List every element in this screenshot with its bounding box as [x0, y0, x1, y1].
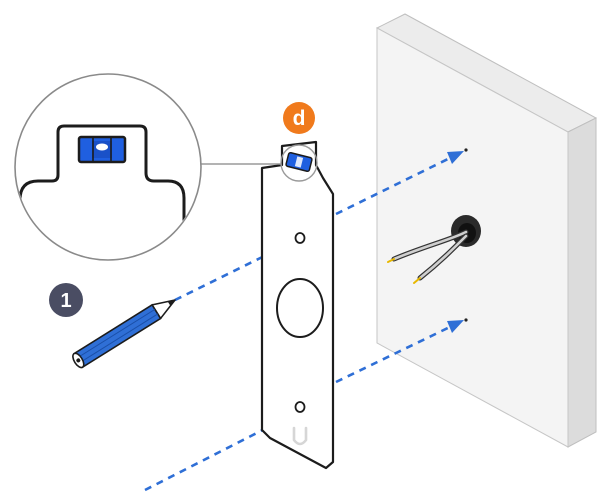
level-highlight-ring [280, 144, 318, 182]
callout-badge-label: d [293, 107, 306, 130]
ubiquiti-u-logo [292, 426, 308, 446]
wall-side-face [567, 117, 597, 448]
step-number-badge: 1 [49, 283, 83, 317]
guide-lower [335, 324, 453, 384]
arrowhead-top [447, 151, 464, 164]
plate-bubble-level [285, 151, 313, 173]
guide-top [335, 155, 453, 216]
cable-wires [387, 229, 469, 284]
plate-cable-opening [276, 278, 324, 338]
pencil-icon [72, 299, 176, 369]
bubble-level-icon [77, 135, 127, 164]
wall-mark-lower [464, 318, 468, 322]
step-number-label: 1 [60, 290, 71, 312]
callout-badge-d: d [283, 102, 315, 134]
zoom-callout [14, 73, 202, 261]
plate-screw-hole-lower [294, 401, 306, 413]
wall-mark-upper [464, 148, 468, 152]
arrowhead-lower [447, 320, 464, 333]
plate-screw-hole-upper [294, 232, 306, 244]
mounting-plate [260, 140, 335, 470]
wall [375, 13, 598, 448]
